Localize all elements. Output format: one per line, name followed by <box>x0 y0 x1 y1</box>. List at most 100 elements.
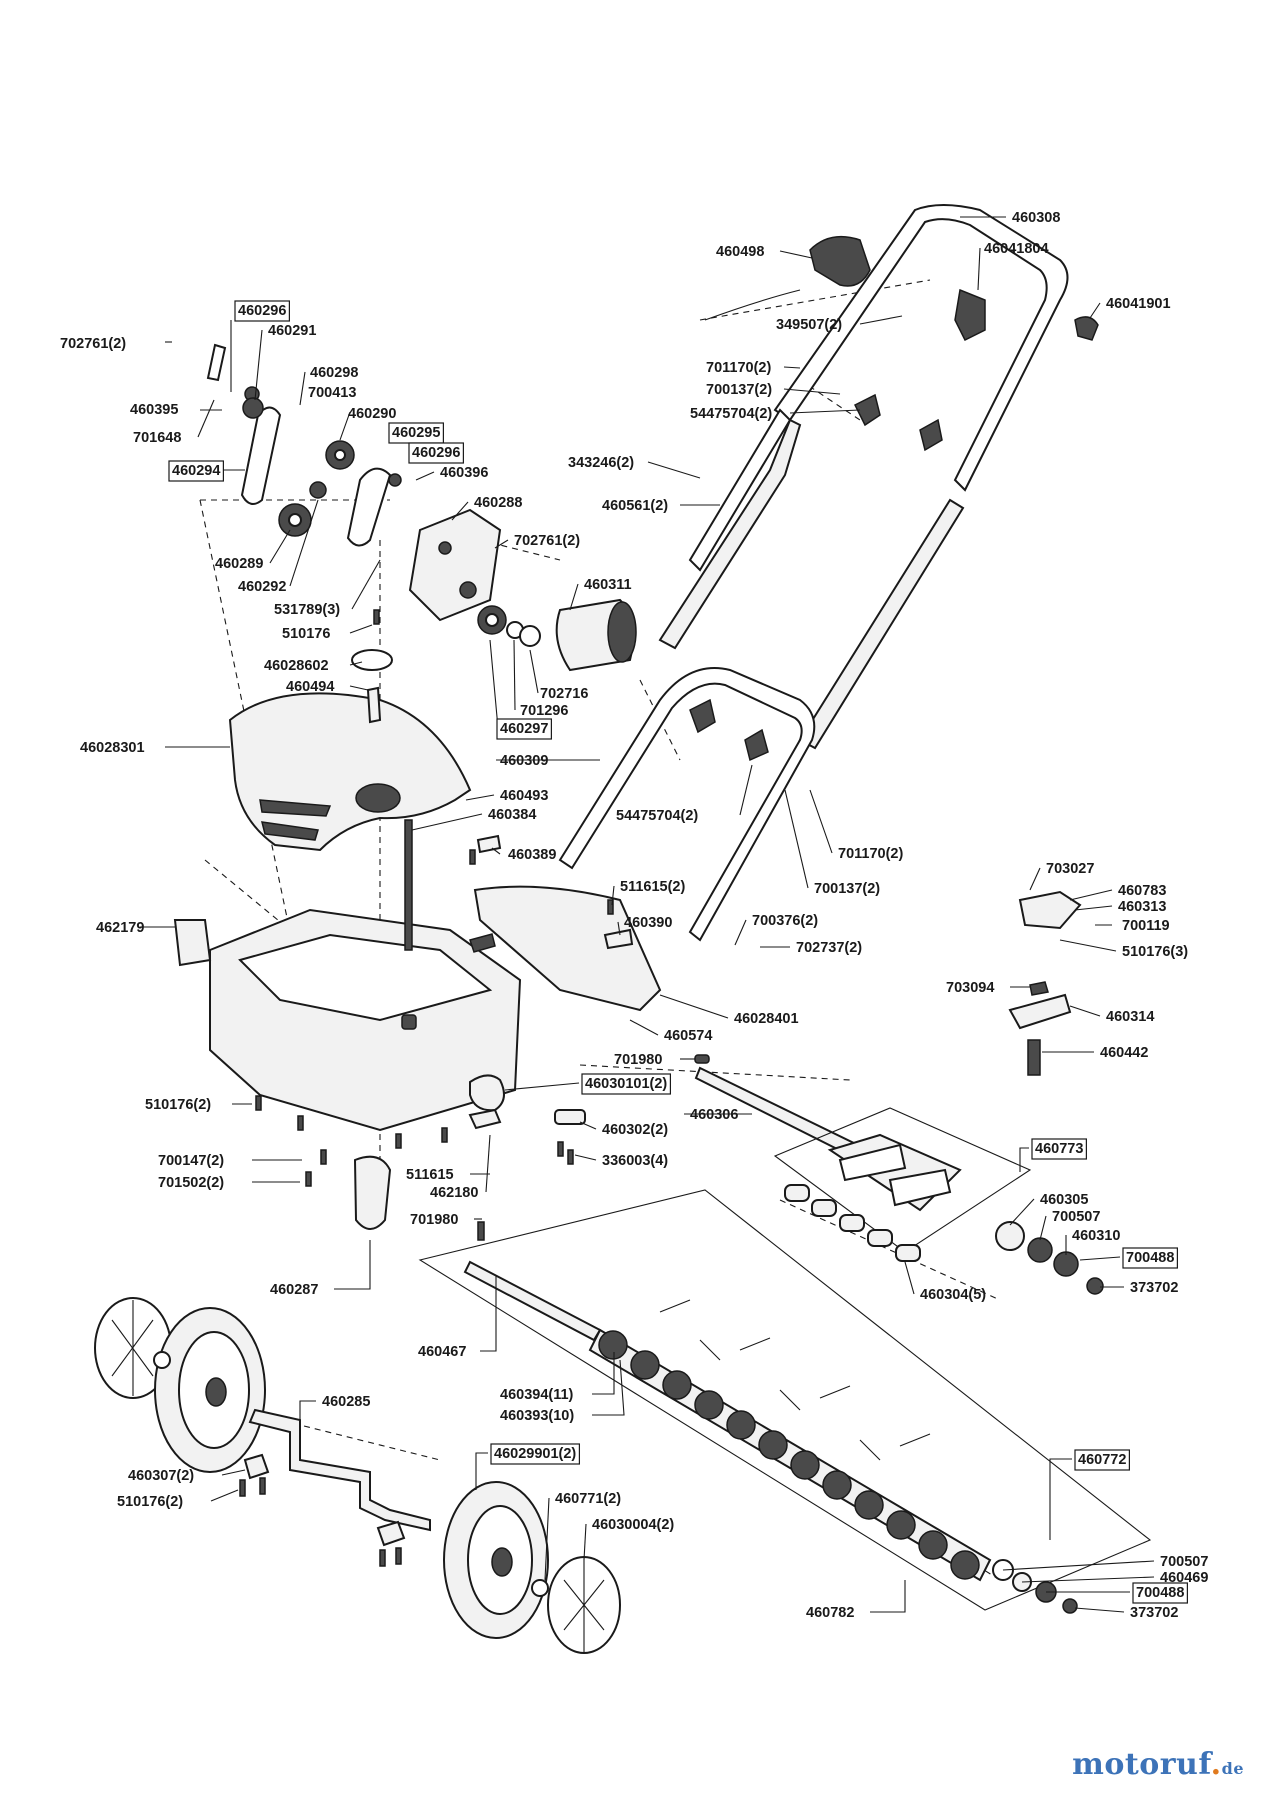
part-label-54475704a: 54475704(2) <box>690 406 772 422</box>
part-label-460297: 460297 <box>500 721 548 737</box>
part-label-700137b: 700137(2) <box>814 881 880 897</box>
part-label-box-460773 <box>1031 1138 1087 1160</box>
part-label-460292: 460292 <box>238 579 286 595</box>
part-label-46041901: 46041901 <box>1106 296 1171 312</box>
part-label-460772: 460772 <box>1078 1452 1126 1468</box>
part-label-460314: 460314 <box>1106 1009 1154 1025</box>
part-label-702761a: 702761(2) <box>60 336 126 352</box>
part-label-700488a: 700488 <box>1126 1250 1174 1266</box>
part-label-460307: 460307(2) <box>128 1468 194 1484</box>
part-label-460469: 460469 <box>1160 1570 1208 1586</box>
part-label-531789: 531789(3) <box>274 602 340 618</box>
scarifier-tines <box>598 1299 980 1580</box>
watermark-tld: de <box>1221 1759 1244 1778</box>
part-label-box-46030101 <box>581 1073 672 1095</box>
part-label-460783: 460783 <box>1118 883 1166 899</box>
part-label-511615b: 511615 <box>406 1167 454 1183</box>
part-label-box-460294 <box>168 460 224 482</box>
part-label-460390: 460390 <box>624 915 672 931</box>
hood-cover <box>228 649 472 852</box>
part-label-46028401: 46028401 <box>734 1011 799 1027</box>
part-label-700147: 700147(2) <box>158 1153 224 1169</box>
part-label-511615a: 511615(2) <box>620 879 685 895</box>
part-label-460287: 460287 <box>270 1282 318 1298</box>
part-label-702761b: 702761(2) <box>514 533 580 549</box>
part-label-460384: 460384 <box>488 807 536 823</box>
part-label-box-700488a <box>1122 1247 1178 1269</box>
part-label-46030004: 46030004(2) <box>592 1517 674 1533</box>
part-label-box-700488b <box>1132 1582 1188 1604</box>
part-label-701980a: 701980 <box>614 1052 662 1068</box>
part-label-460285: 460285 <box>322 1394 370 1410</box>
part-label-460574: 460574 <box>664 1028 712 1044</box>
part-label-54475704b: 54475704(2) <box>616 808 698 824</box>
part-label-510176a: 510176 <box>282 626 330 642</box>
part-label-700119: 700119 <box>1122 918 1170 934</box>
part-label-460498: 460498 <box>716 244 764 260</box>
part-label-box-460296b <box>408 442 464 464</box>
part-label-373702b: 373702 <box>1130 1605 1178 1621</box>
height-adjuster <box>1008 890 1082 1076</box>
part-label-460309: 460309 <box>500 753 548 769</box>
fasteners <box>255 609 634 1187</box>
part-label-462180: 462180 <box>430 1185 478 1201</box>
part-label-460389: 460389 <box>508 847 556 863</box>
part-label-701502: 701502(2) <box>158 1175 224 1191</box>
part-label-700137a: 700137(2) <box>706 382 772 398</box>
part-label-349507: 349507(2) <box>776 317 842 333</box>
main-housing <box>173 819 662 1230</box>
part-label-701648: 701648 <box>133 430 181 446</box>
part-label-510176c: 510176(3) <box>1122 944 1188 960</box>
blade-roller-assembly <box>773 1107 1104 1295</box>
part-label-46029901: 46029901(2) <box>494 1446 576 1462</box>
part-label-460296a: 460296 <box>238 303 286 319</box>
part-label-460308: 460308 <box>1012 210 1060 226</box>
wheels-and-axle <box>94 1297 621 1654</box>
part-label-460493: 460493 <box>500 788 548 804</box>
part-label-460288: 460288 <box>474 495 522 511</box>
part-label-460298: 460298 <box>310 365 358 381</box>
part-label-701170a: 701170(2) <box>706 360 771 376</box>
lower-handle-frame <box>558 667 816 942</box>
part-label-700376: 700376(2) <box>752 913 818 929</box>
part-label-460782: 460782 <box>806 1605 854 1621</box>
part-label-700488b: 700488 <box>1136 1585 1184 1601</box>
part-label-701170b: 701170(2) <box>838 846 903 862</box>
part-label-703094: 703094 <box>946 980 994 996</box>
part-label-460306: 460306 <box>690 1107 738 1123</box>
motor-assembly <box>477 598 637 672</box>
part-label-460313: 460313 <box>1118 899 1166 915</box>
part-label-460396: 460396 <box>440 465 488 481</box>
part-label-336003: 336003(4) <box>602 1153 668 1169</box>
part-label-343246: 343246(2) <box>568 455 634 471</box>
part-label-460305: 460305 <box>1040 1192 1088 1208</box>
watermark-dot: . <box>1210 1747 1222 1782</box>
watermark-main: motoruf <box>1072 1747 1211 1782</box>
upper-handle-assembly <box>658 204 1099 750</box>
part-label-460290: 460290 <box>348 406 396 422</box>
scarifier-assembly <box>418 1189 1152 1614</box>
part-label-460494: 460494 <box>286 679 334 695</box>
part-label-460467: 460467 <box>418 1344 466 1360</box>
part-label-460302: 460302(2) <box>602 1122 668 1138</box>
part-label-460561: 460561(2) <box>602 498 668 514</box>
part-label-460294: 460294 <box>172 463 220 479</box>
part-label-462179: 462179 <box>96 920 144 936</box>
part-label-460311: 460311 <box>584 577 632 593</box>
watermark-logo: motoruf.de <box>1072 1747 1244 1782</box>
part-label-460041804: 46041804 <box>984 241 1049 257</box>
part-label-701980b: 701980 <box>410 1212 458 1228</box>
part-label-460304: 460304(5) <box>920 1287 986 1303</box>
part-label-box-460772 <box>1074 1449 1130 1471</box>
part-label-460296b: 460296 <box>412 445 460 461</box>
part-number-labels: 460296702761(2)4602914602984603957004134… <box>60 210 1208 1621</box>
part-label-46028301: 46028301 <box>80 740 145 756</box>
part-label-460394: 460394(11) <box>500 1387 574 1403</box>
part-label-702716: 702716 <box>540 686 588 702</box>
gear-belt-assembly <box>206 343 502 622</box>
leader-lines <box>140 216 1155 1613</box>
part-label-460289: 460289 <box>215 556 263 572</box>
part-label-46030101: 46030101(2) <box>585 1076 667 1092</box>
part-label-510176b: 510176(2) <box>145 1097 211 1113</box>
